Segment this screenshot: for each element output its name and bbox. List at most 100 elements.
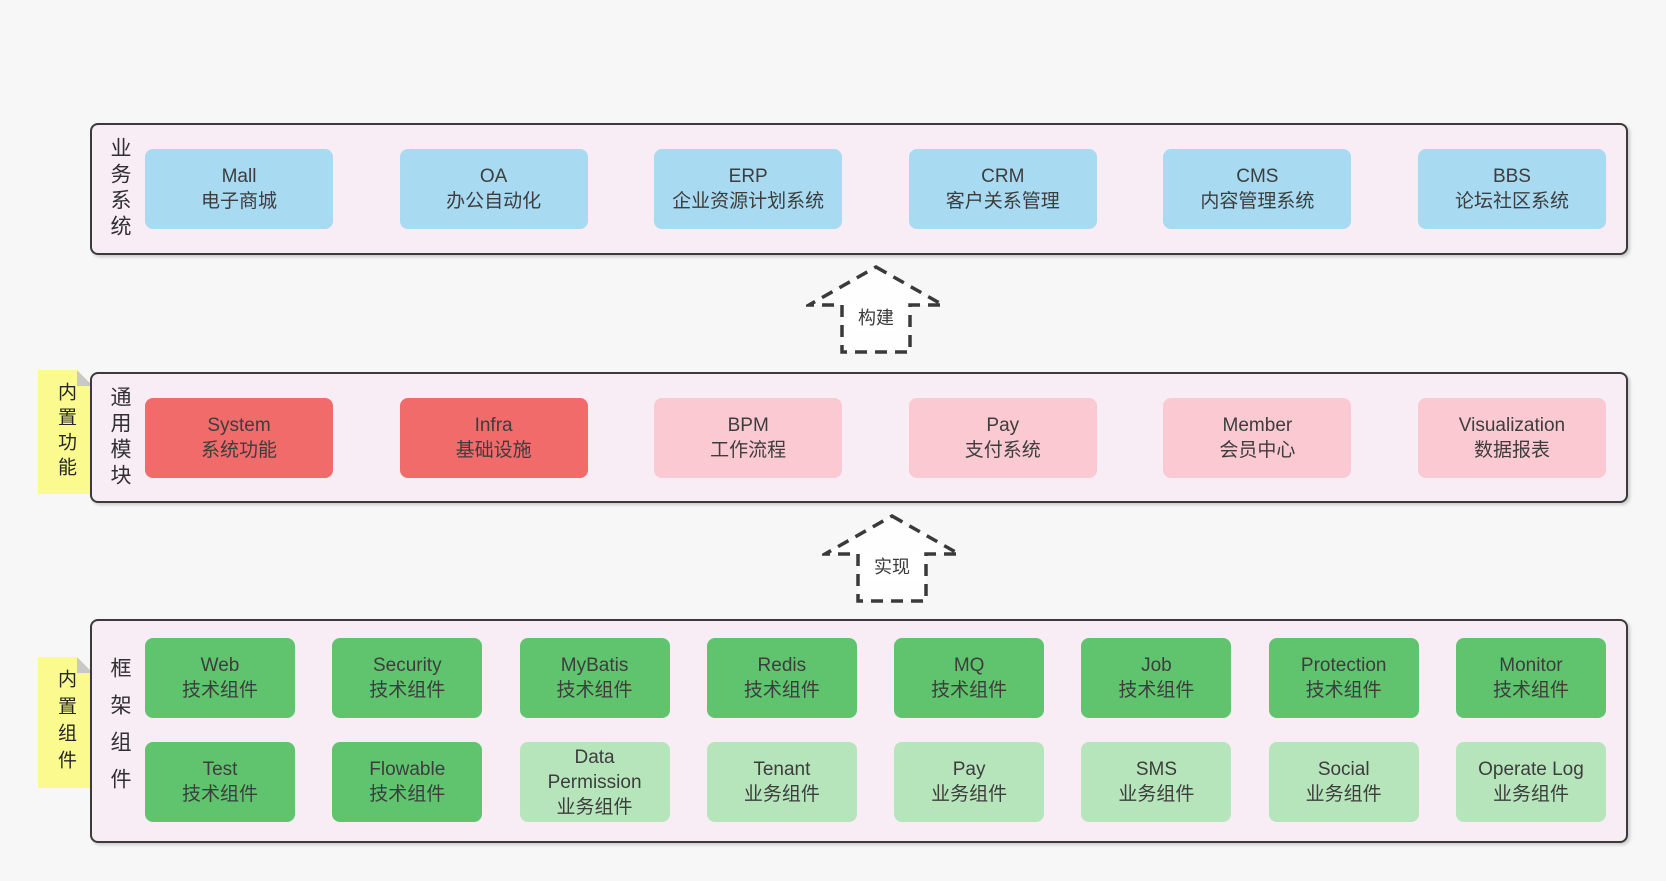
box-subtitle: 业务组件 — [743, 784, 820, 805]
box-title: CMS — [1236, 166, 1279, 187]
box-test: Test 技术组件 — [145, 742, 295, 822]
box-subtitle: 技术组件 — [1118, 680, 1195, 701]
box-title: BBS — [1492, 166, 1531, 187]
box-social: Social 业务组件 — [1268, 742, 1419, 822]
box-title: Member — [1222, 415, 1293, 436]
box-subtitle: 客户关系管理 — [945, 191, 1060, 212]
box-title: Monitor — [1499, 655, 1563, 676]
band-components-label: 框架组件 — [108, 657, 131, 805]
box-title: MQ — [953, 655, 985, 676]
box-subtitle: 业务组件 — [1305, 784, 1382, 805]
box-infra: Infra 基础设施 — [399, 398, 588, 478]
box-subtitle: 办公自动化 — [446, 191, 542, 212]
arrow-label-bg — [865, 552, 919, 579]
box-system: System 系统功能 — [145, 398, 333, 478]
box-subtitle: 业务组件 — [1492, 784, 1569, 805]
box-title: Protection — [1300, 655, 1387, 676]
box-protection: Protection 技术组件 — [1268, 638, 1419, 718]
box-title: Data Permission — [547, 746, 642, 793]
box-job: Job 技术组件 — [1081, 638, 1232, 718]
box-visualization: Visualization 数据报表 — [1417, 398, 1606, 478]
box-data-permission: Data Permission 业务组件 — [519, 742, 670, 822]
arrow-label: 实现 — [874, 557, 910, 577]
box-redis: Redis 技术组件 — [706, 638, 857, 718]
box-subtitle: 系统功能 — [200, 440, 277, 461]
box-bbs: BBS 论坛社区系统 — [1417, 149, 1606, 229]
box-title: Pay — [952, 759, 986, 780]
box-subtitle: 技术组件 — [181, 784, 258, 805]
box-oa: OA 办公自动化 — [399, 149, 588, 229]
box-flowable: Flowable 技术组件 — [332, 742, 483, 822]
box-subtitle: 技术组件 — [931, 680, 1008, 701]
box-subtitle: 业务组件 — [556, 796, 633, 818]
box-subtitle: 业务组件 — [1118, 784, 1195, 805]
box-cms: CMS 内容管理系统 — [1163, 149, 1352, 229]
box-title: Tenant — [753, 759, 811, 780]
band-modules-label: 通用模块 — [108, 385, 131, 490]
box-subtitle: 技术组件 — [369, 784, 446, 805]
box-subtitle: 技术组件 — [181, 680, 258, 701]
sticky-label: 内置功能 — [55, 382, 76, 482]
box-sms: SMS 业务组件 — [1081, 742, 1232, 822]
box-subtitle: 技术组件 — [1305, 680, 1382, 701]
box-subtitle: 技术组件 — [1492, 680, 1569, 701]
band-common-modules: 通用模块 System 系统功能 Infra 基础设施 BPM 工作流程 Pay… — [90, 372, 1628, 503]
box-mq: MQ 技术组件 — [894, 638, 1045, 718]
box-title: Social — [1317, 759, 1370, 780]
box-subtitle: 工作流程 — [710, 440, 787, 461]
box-title: SMS — [1135, 759, 1177, 780]
box-title: Mall — [221, 166, 257, 187]
arrow-label: 构建 — [858, 308, 894, 328]
box-subtitle: 技术组件 — [556, 680, 633, 701]
band-business-systems: 业务系统 Mall 电子商城 OA 办公自动化 ERP 企业资源计划系统 CRM… — [90, 123, 1628, 255]
band-framework-components: 框架组件 Web 技术组件 Security 技术组件 MyBatis 技术组件… — [90, 619, 1628, 843]
box-title: Infra — [474, 415, 513, 436]
box-mybatis: MyBatis 技术组件 — [519, 638, 670, 718]
band-business-label: 业务系统 — [108, 137, 131, 241]
sticky-note-builtin-components: 内置组件 — [38, 657, 93, 788]
box-subtitle: 业务组件 — [931, 784, 1008, 805]
box-title: Security — [372, 655, 442, 676]
box-title: Flowable — [369, 759, 446, 780]
box-pay: Pay 支付系统 — [908, 398, 1097, 478]
box-title: ERP — [728, 166, 768, 187]
box-security: Security 技术组件 — [332, 638, 483, 718]
box-erp: ERP 企业资源计划系统 — [654, 149, 843, 229]
box-title: Operate Log — [1478, 759, 1584, 780]
box-subtitle: 数据报表 — [1473, 440, 1550, 461]
box-subtitle: 技术组件 — [743, 680, 820, 701]
box-operate-log: Operate Log 业务组件 — [1455, 742, 1606, 822]
box-bpm: BPM 工作流程 — [654, 398, 843, 478]
box-monitor: Monitor 技术组件 — [1455, 638, 1606, 718]
box-title: CRM — [981, 166, 1025, 187]
arrow-label-bg — [849, 303, 903, 330]
box-subtitle: 基础设施 — [455, 440, 532, 461]
box-title: Web — [200, 655, 240, 676]
box-crm: CRM 客户关系管理 — [908, 149, 1097, 229]
box-title: Visualization — [1458, 415, 1566, 436]
box-title: System — [207, 415, 271, 436]
box-subtitle: 内容管理系统 — [1200, 191, 1315, 212]
box-subtitle: 支付系统 — [964, 440, 1041, 461]
box-title: Redis — [757, 655, 807, 676]
box-title: Test — [202, 759, 238, 780]
box-pay-business: Pay 业务组件 — [894, 742, 1045, 822]
box-subtitle: 技术组件 — [369, 680, 446, 701]
box-tenant: Tenant 业务组件 — [706, 742, 857, 822]
box-web: Web 技术组件 — [145, 638, 295, 718]
box-title: BPM — [727, 415, 769, 436]
box-subtitle: 论坛社区系统 — [1454, 191, 1569, 212]
box-subtitle: 电子商城 — [200, 191, 277, 212]
box-subtitle: 企业资源计划系统 — [672, 191, 825, 212]
box-title: Job — [1141, 655, 1172, 676]
box-title: Pay — [986, 415, 1020, 436]
box-title: MyBatis — [560, 655, 629, 676]
sticky-note-builtin-features: 内置功能 — [38, 370, 93, 494]
box-mall: Mall 电子商城 — [145, 149, 333, 229]
build-arrow: 构建 — [806, 264, 946, 354]
box-subtitle: 会员中心 — [1219, 440, 1296, 461]
box-member: Member 会员中心 — [1163, 398, 1352, 478]
box-title: OA — [479, 166, 508, 187]
sticky-label: 内置组件 — [55, 668, 76, 777]
implement-arrow: 实现 — [822, 513, 962, 603]
